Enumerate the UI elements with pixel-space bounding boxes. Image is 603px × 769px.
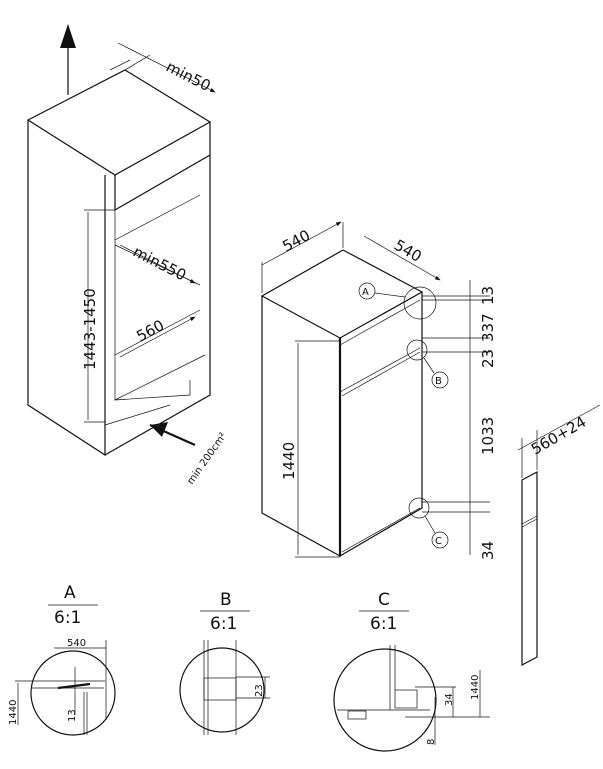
detail-b-gap: 23 [254,684,265,697]
detail-a-label: A [64,583,76,603]
detail-c-foot: 8 [426,739,437,745]
niche-vent-bottom-label: min 200cm² [185,431,229,487]
detail-c-height: 1440 [470,675,481,700]
detail-c: C 6:1 34 1440 8 [333,590,490,752]
dim-gap-label: 23 [479,349,497,368]
marker-c: C [435,536,442,547]
dim-bottom-label: 34 [479,541,497,560]
detail-c-bottom: 34 [444,693,455,706]
detail-b-label: B [220,590,232,610]
dim-top-label: 13 [479,286,497,305]
detail-c-label: C [378,590,390,610]
detail-b-scale: 6:1 [210,614,237,634]
appliance-height-label: 1440 [280,442,298,480]
detail-a: A 6:1 540 1440 13 [8,583,116,736]
niche-vent-top-label: min50 [163,58,213,96]
dim-upper-door-label: 337 [479,313,497,342]
niche-depth-label: min550 [130,243,189,285]
appliance-width-label: 540 [279,226,313,255]
marker-b: B [435,376,442,387]
appliance: 540 540 1440 A B C 13 337 23 1033 34 [260,221,497,560]
detail-a-width: 540 [67,638,86,649]
detail-a-scale: 6:1 [54,608,81,628]
dim-lower-door-label: 1033 [479,417,497,455]
door-panel: 560+24 [517,404,601,666]
marker-a: A [362,287,369,298]
detail-c-scale: 6:1 [370,614,397,634]
niche-height-label: 1443-1450 [81,288,99,370]
niche-cabinet: min50 min550 560 1443-1450 min 200cm² [26,24,229,487]
detail-a-height: 1440 [8,700,19,725]
detail-a-gap: 13 [67,709,78,722]
detail-b: B 6:1 23 [179,590,270,735]
